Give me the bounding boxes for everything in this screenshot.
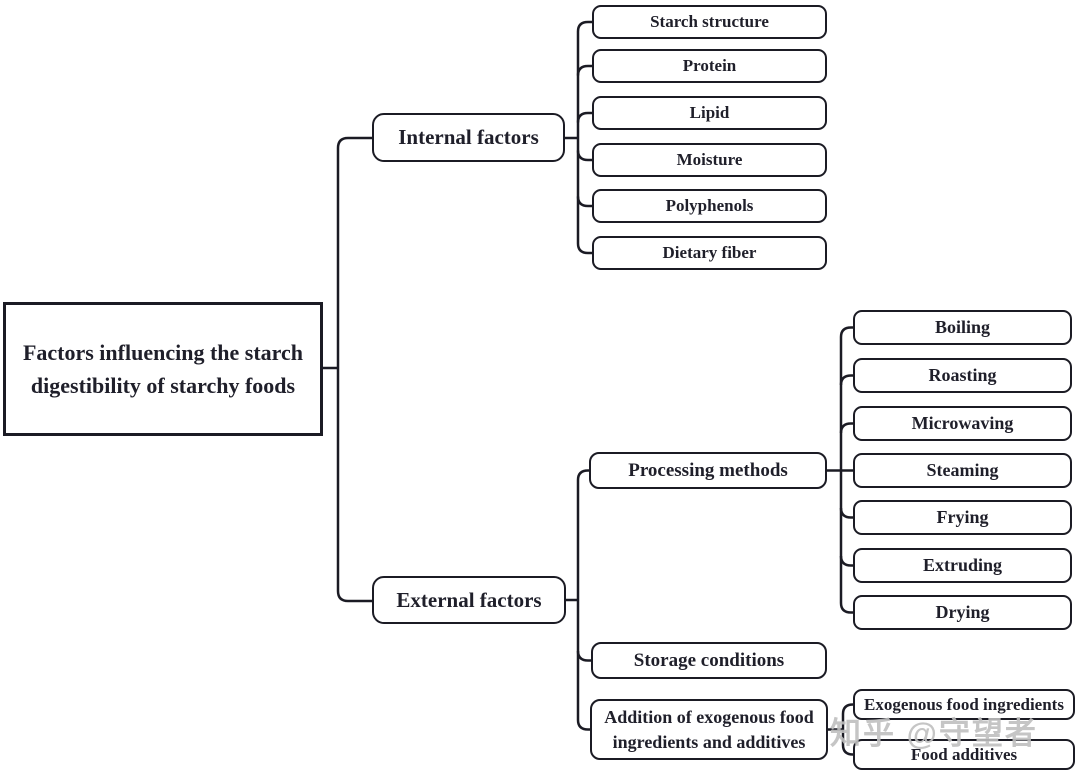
connector-internal-child-6 [576,243,592,255]
zhihu-watermark: 知乎 @守望者 [830,716,1038,751]
node-steaming: Steaming [853,453,1072,488]
node-polyphenols: Polyphenols [592,189,827,223]
connector-external-child-3 [576,719,590,731]
connector-processing-child-7 [839,602,853,614]
node-drying: Drying [853,595,1072,630]
node-exogenous-food-ingredients: Exogenous food ingredients [853,689,1075,720]
connector-internal-child-4 [576,150,592,162]
node-roasting: Roasting [853,358,1072,393]
node-microwaving: Microwaving [853,406,1072,441]
node-addition-exogenous: Addition of exogenous food ingredients a… [590,699,828,760]
node-starch-structure: Starch structure [592,5,827,39]
node-boiling: Boiling [853,310,1072,345]
connector-internal-child-5 [576,196,592,208]
connector-addition-child-1 [841,703,854,715]
connector-internal-child-3 [576,111,592,123]
connector-processing-child-5 [839,507,853,519]
node-dietary-fiber: Dietary fiber [592,236,827,270]
node-processing-methods: Processing methods [589,452,827,489]
connector-processing-child-1 [839,326,853,338]
connector-external-child-2 [576,650,591,662]
connector-internal-child-1 [576,20,592,32]
node-frying: Frying [853,500,1072,535]
node-moisture: Moisture [592,143,827,177]
node-root: Factors influencing the starch digestibi… [3,302,323,436]
node-lipid: Lipid [592,96,827,130]
connector-addition-child-2 [841,744,854,756]
node-food-additives: Food additives [853,739,1075,770]
connector-processing-child-2 [839,374,853,386]
connector-processing-child-6 [839,555,853,567]
node-external-factors: External factors [372,576,566,624]
node-internal-factors: Internal factors [372,113,565,162]
connector-trunk [336,136,372,603]
connector-internal-child-2 [576,64,592,76]
connector-external-child-1 [576,469,589,481]
node-extruding: Extruding [853,548,1072,583]
connector-processing-child-3 [839,422,853,434]
node-protein: Protein [592,49,827,83]
node-storage-conditions: Storage conditions [591,642,827,679]
